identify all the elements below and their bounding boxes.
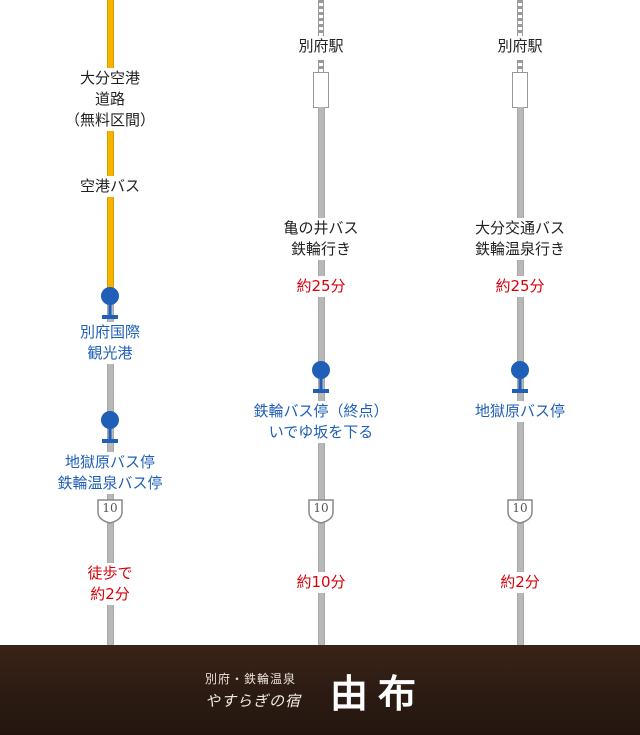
travel-time-label: 約25分 bbox=[480, 276, 560, 297]
bus-stop-icon bbox=[511, 361, 529, 393]
rail-dashed-line bbox=[318, 60, 324, 72]
station-icon bbox=[512, 72, 528, 108]
start-station-label: 別府駅 bbox=[276, 36, 366, 57]
bus-line-label: 亀の井バス 鉄輪行き bbox=[251, 218, 391, 260]
bus-stop-icon bbox=[101, 411, 119, 443]
station-icon bbox=[313, 72, 329, 108]
footer-subtitle: 別府・鉄輪温泉 bbox=[205, 672, 297, 686]
route-number: 10 bbox=[512, 501, 528, 515]
bus-stop-icon bbox=[101, 287, 119, 319]
segment-airport-bus-label: 空港バス bbox=[40, 176, 180, 197]
walk-time-label: 徒歩で 約2分 bbox=[65, 563, 155, 605]
route-shield-icon: 10 bbox=[505, 498, 535, 524]
travel-time-label: 約25分 bbox=[281, 276, 361, 297]
walk-time-label: 約2分 bbox=[485, 572, 555, 593]
walk-time-label: 約10分 bbox=[281, 572, 361, 593]
stop-jigokubaru-label: 地獄原バス停 鉄輪温泉バス停 bbox=[20, 452, 200, 494]
route-shield-icon: 10 bbox=[306, 498, 336, 524]
route-shield-icon: 10 bbox=[95, 498, 125, 524]
segment-expressway-label: 大分空港 道路 （無料区間） bbox=[0, 68, 220, 131]
rail-dashed-line bbox=[318, 0, 324, 36]
stop-beppu-port-label: 別府国際 観光港 bbox=[50, 322, 170, 364]
stop-jigokubaru-label: 地獄原バス停 bbox=[455, 401, 585, 422]
bus-line-label: 大分交通バス 鉄輪温泉行き bbox=[450, 218, 590, 260]
start-station-label: 別府駅 bbox=[475, 36, 565, 57]
route-number: 10 bbox=[313, 501, 329, 515]
rail-dashed-line bbox=[517, 60, 523, 72]
route-number: 10 bbox=[102, 501, 118, 515]
inn-name-logo: 由布 bbox=[330, 671, 427, 716]
rail-dashed-line bbox=[517, 0, 523, 36]
bus-stop-icon bbox=[312, 361, 330, 393]
footer-banner bbox=[0, 645, 640, 735]
expressway-line bbox=[107, 0, 114, 290]
footer-tagline: やすらぎの宿 bbox=[205, 692, 302, 710]
stop-kannawa-label: 鉄輪バス停（終点） いでゆ坂を下る bbox=[231, 401, 411, 443]
